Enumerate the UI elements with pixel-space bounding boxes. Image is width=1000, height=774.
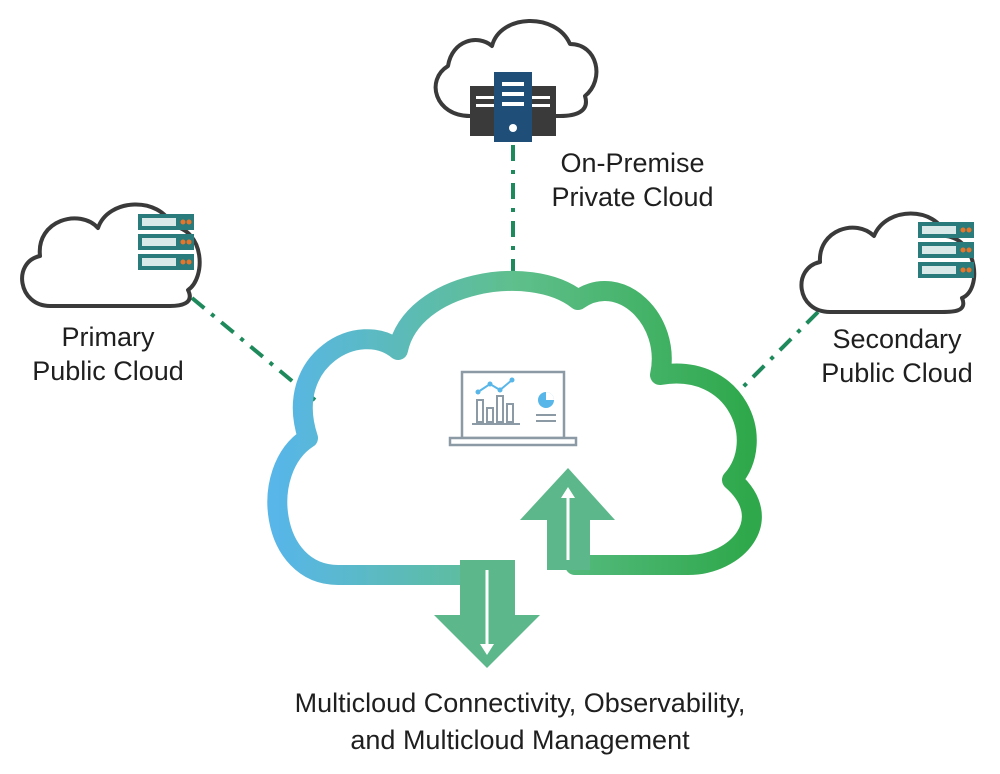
primary-server-rack-icon: [138, 214, 194, 270]
secondary-cloud-label: Secondary Public Cloud: [808, 322, 986, 390]
central-multicloud-icon: [267, 271, 762, 585]
primary-cloud-label-line2: Public Cloud: [32, 356, 184, 386]
secondary-server-rack-icon: [918, 222, 974, 278]
primary-cloud-label: Primary Public Cloud: [18, 320, 198, 388]
down-arrow-icon: [434, 560, 540, 668]
central-caption-line2: and Multicloud Management: [350, 725, 690, 755]
on-premise-label-line2: Private Cloud: [551, 182, 714, 212]
private-server-icon: [470, 72, 556, 142]
connector-secondary: [723, 310, 820, 407]
central-caption-line1: Multicloud Connectivity, Observability,: [294, 688, 746, 718]
secondary-cloud-label-line2: Public Cloud: [821, 358, 973, 388]
up-arrow-icon: [520, 468, 615, 570]
connector-lines: [190, 145, 820, 407]
secondary-cloud-label-line1: Secondary: [832, 324, 962, 354]
primary-public-cloud-icon: [20, 202, 202, 308]
on-premise-label: On-Premise Private Cloud: [525, 146, 740, 214]
secondary-public-cloud-icon: [799, 211, 977, 314]
primary-cloud-label-line1: Primary: [61, 322, 155, 352]
laptop-dashboard-icon: [448, 370, 578, 447]
connector-primary: [190, 296, 317, 402]
on-premise-cloud-icon: [433, 19, 599, 142]
on-premise-label-line1: On-Premise: [560, 148, 705, 178]
central-caption: Multicloud Connectivity, Observability, …: [250, 685, 790, 759]
